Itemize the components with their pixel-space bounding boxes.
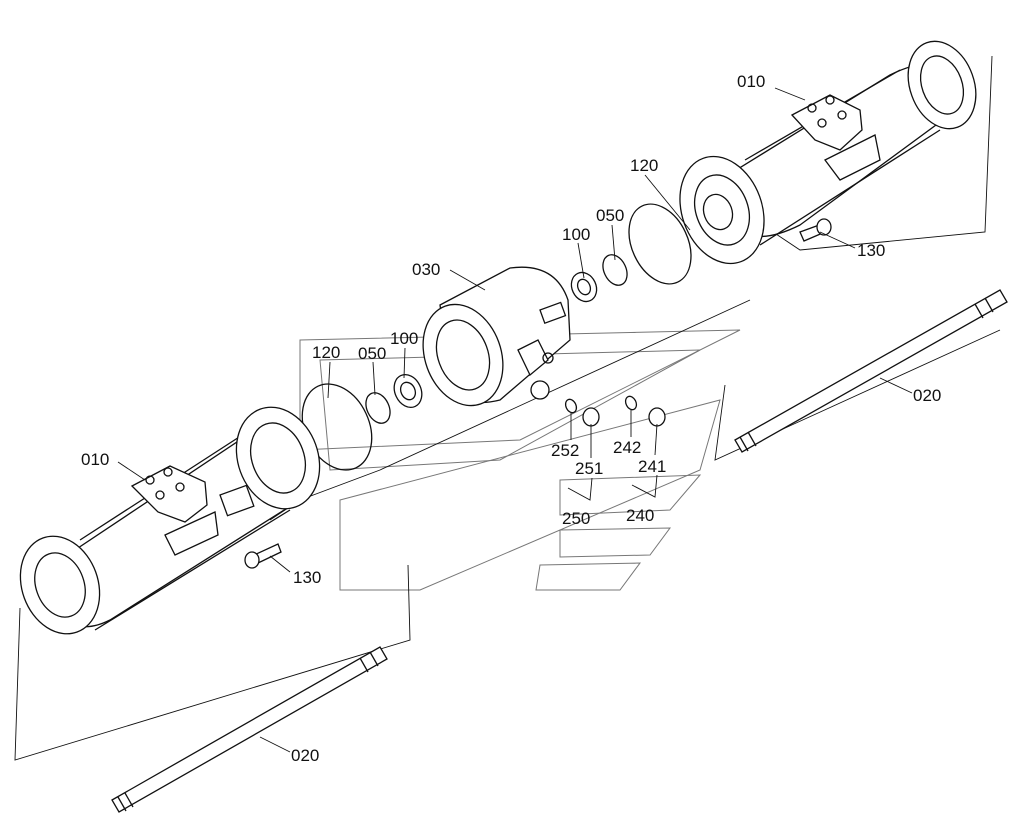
callout-251: 251 — [575, 459, 603, 478]
callout-241: 241 — [638, 457, 666, 476]
callout-020-left: 020 — [291, 746, 319, 765]
callout-250: 250 — [562, 509, 590, 528]
left-axle-housing — [19, 406, 321, 635]
callout-labels: 010 010 020 020 030 050 050 100 100 120 … — [81, 72, 941, 765]
callout-130-right: 130 — [857, 241, 885, 260]
callout-030: 030 — [412, 260, 440, 279]
callout-120-left: 120 — [312, 343, 340, 362]
center-housing — [422, 266, 571, 407]
shaft-020-left — [111, 646, 388, 813]
callout-242: 242 — [613, 438, 641, 457]
callout-050-right: 050 — [596, 206, 624, 225]
bolt-130-right — [799, 218, 832, 242]
callout-130-left: 130 — [293, 568, 321, 587]
callout-120-right: 120 — [630, 156, 658, 175]
callout-050-left: 050 — [358, 344, 386, 363]
bolt-130-left — [244, 543, 282, 569]
callout-010-bottom: 010 — [81, 450, 109, 469]
seals-right — [570, 203, 692, 303]
plugs-and-orings — [564, 395, 666, 427]
callout-100-left: 100 — [390, 329, 418, 348]
right-axle-housing — [679, 40, 977, 265]
callout-010-top: 010 — [737, 72, 765, 91]
callout-leaders — [117, 87, 913, 753]
callout-252: 252 — [551, 441, 579, 460]
callout-020-right: 020 — [913, 386, 941, 405]
callout-100-right: 100 — [562, 225, 590, 244]
callout-240: 240 — [626, 506, 654, 525]
shaft-020-right — [734, 289, 1008, 453]
